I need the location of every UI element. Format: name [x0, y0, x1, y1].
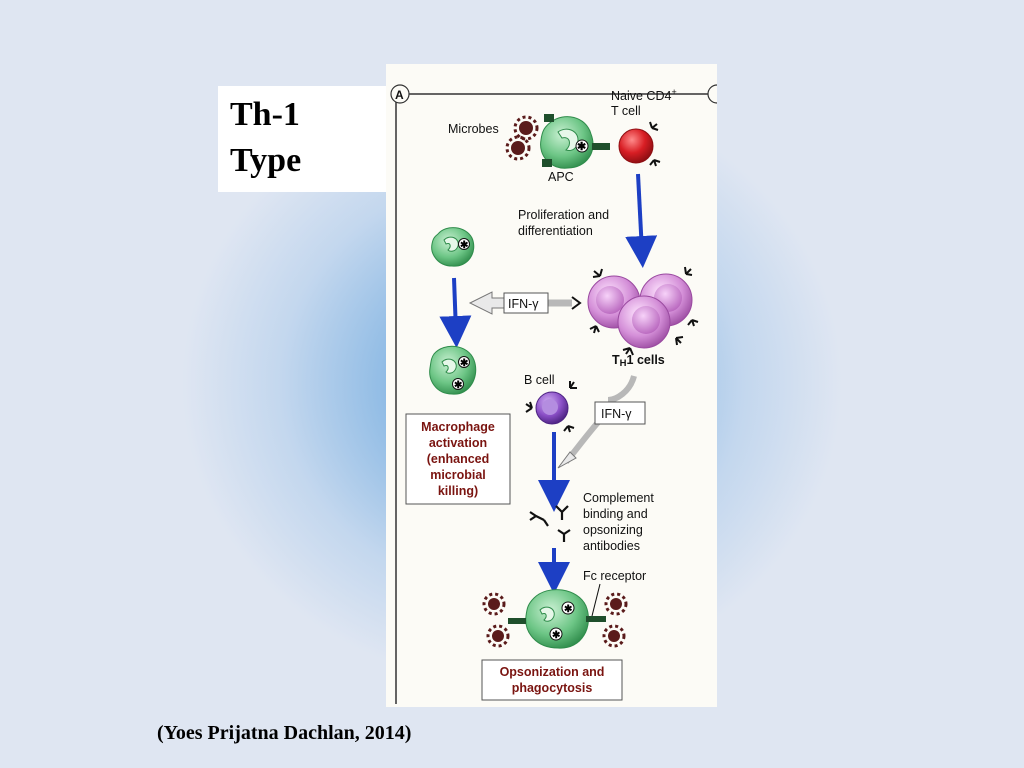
- apc-cell: ✱: [540, 114, 610, 169]
- complement-label-line1: Complement: [583, 491, 654, 505]
- macrophage-label-line3: (enhanced: [427, 452, 490, 466]
- antibodies-icon: [529, 505, 571, 542]
- next-panel-circle: [707, 84, 717, 104]
- th1-cells-cluster: [587, 266, 699, 356]
- microbe-icon: [505, 135, 531, 161]
- fc-receptor-label: Fc receptor: [583, 569, 646, 583]
- ifn-gamma-box-1: [503, 292, 549, 314]
- proliferation-label-line1: Proliferation and: [518, 208, 609, 222]
- opsonization-label-line1: Opsonization and: [500, 665, 605, 679]
- complement-label-line4: antibodies: [583, 539, 640, 553]
- macrophage-label-line4: microbial: [430, 468, 486, 482]
- ifn-gamma-label-2: IFN-γ: [601, 407, 632, 421]
- phagocyte-macrophage: ✱ ✱: [508, 589, 606, 649]
- th1-cells-label: TH1 cells: [612, 353, 665, 369]
- svg-text:✱: ✱: [454, 380, 463, 391]
- macrophage-activation-box: [405, 413, 511, 505]
- macrophage-label-line1: Macrophage: [421, 420, 495, 434]
- resting-macrophage: ✱: [431, 227, 475, 267]
- fc-receptor-pointer: [591, 583, 601, 617]
- svg-text:✱: ✱: [460, 240, 469, 251]
- opsonized-microbe-icon: [602, 624, 626, 648]
- opsonization-label-line2: phagocytosis: [512, 681, 593, 695]
- activated-macrophage: ✱ ✱: [429, 345, 477, 395]
- panel-letter-circle: [390, 84, 410, 104]
- apc-label: APC: [548, 170, 574, 184]
- slide-title: Th-1 Type: [230, 92, 301, 184]
- opsonized-microbe-icon: [482, 592, 506, 616]
- b-cell-label: B cell: [524, 373, 555, 387]
- microbe-icon: [513, 115, 539, 141]
- macrophage-label-line5: killing): [438, 484, 478, 498]
- arrow-naive-to-th1: [625, 173, 658, 268]
- th1-diagram-figure: A Naive CD4+ T cell Microbes APC ✱ Proli…: [386, 64, 717, 707]
- opsonized-microbe-icon: [486, 624, 510, 648]
- panel-letter: A: [395, 88, 404, 102]
- ifn-gamma-box-2: [594, 401, 646, 425]
- svg-text:✱: ✱: [564, 604, 573, 615]
- opsonization-box: [481, 659, 623, 701]
- microbes-label: Microbes: [448, 122, 499, 136]
- naive-cd4-t-cell: [618, 121, 661, 167]
- macrophage-label-line2: activation: [429, 436, 487, 450]
- t-cell-label: T cell: [611, 104, 641, 118]
- svg-text:✱: ✱: [460, 358, 469, 369]
- title-line-1: Th-1: [230, 96, 300, 133]
- opsonized-microbe-icon: [604, 592, 628, 616]
- proliferation-label-line2: differentiation: [518, 224, 593, 238]
- naive-cd4-label: Naive CD4+: [611, 87, 677, 103]
- title-box: Th-1 Type: [218, 86, 386, 192]
- complement-label-line3: opsonizing: [583, 523, 643, 537]
- svg-text:✱: ✱: [577, 141, 586, 153]
- b-cell: [525, 381, 577, 433]
- complement-label-line2: binding and: [583, 507, 648, 521]
- arrow-macrophage-activation: [439, 277, 472, 348]
- citation: (Yoes Prijatna Dachlan, 2014): [157, 722, 412, 744]
- svg-text:✱: ✱: [552, 630, 561, 641]
- title-line-2: Type: [230, 142, 302, 179]
- ifn-gamma-label-1: IFN-γ: [508, 297, 539, 311]
- th1-diagram-svg: A Naive CD4+ T cell Microbes APC ✱ Proli…: [390, 84, 717, 704]
